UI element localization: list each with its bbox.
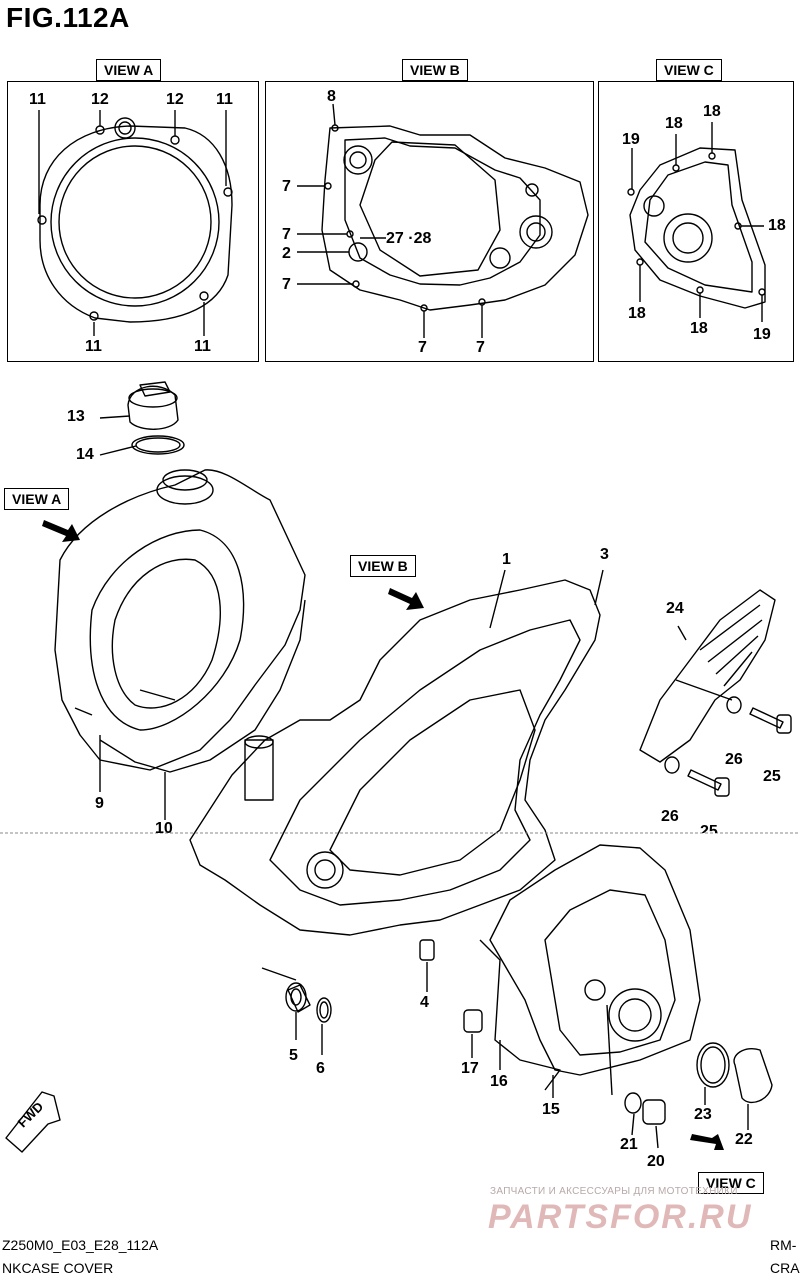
callout-24: 24 [666,600,684,617]
view-a-label: VIEW A [96,59,162,81]
crankcase-half [189,569,604,936]
main-view-b-tag: VIEW B [350,555,416,577]
view-b-crankcase-face [297,103,589,338]
figure-title: FIG.112A [6,2,130,33]
footer-section-name: CRA [770,1260,800,1276]
callout-25: 25 [763,768,781,785]
view-a-clutch-cover [37,110,233,336]
main-view-c-tag: VIEW C [698,1172,764,1194]
callout-7: 7 [476,339,485,356]
view-c-label: VIEW C [656,59,722,81]
callout-7: 7 [282,226,291,243]
callout-18: 18 [690,320,708,337]
clutch-cover [54,469,306,820]
callout-16: 16 [490,1073,508,1090]
callout-22: 22 [735,1131,753,1148]
callout-7: 7 [418,339,427,356]
callout-3: 3 [600,546,609,563]
oil-filler-cap [99,381,185,456]
callout-18: 18 [703,103,721,120]
callout-7: 7 [282,276,291,293]
callout-4: 4 [420,994,429,1011]
footer-model-code: RM- [770,1237,797,1253]
callout-26: 26 [725,751,743,768]
callout-2: 2 [282,245,291,262]
callout-20: 20 [647,1153,665,1170]
footer-diagram-code: Z250M0_E03_E28_112A [2,1237,159,1253]
callout-14: 14 [76,446,94,463]
callout-27-28: 27 ·28 [386,230,432,247]
callout-9: 9 [95,795,104,812]
callout-10: 10 [155,820,173,833]
view-arrows [42,520,724,1150]
callout-11: 11 [194,338,211,355]
callout-7: 7 [282,178,291,195]
callout-18: 18 [628,305,646,322]
callout-21: 21 [620,1136,638,1153]
callout-11: 11 [85,338,102,355]
callout-8: 8 [327,88,336,105]
callout-12: 12 [91,91,109,108]
callout-26: 26 [661,808,679,825]
callout-13: 13 [67,408,85,425]
callout-12: 12 [166,91,184,108]
view-c-panel [598,81,794,362]
callout-1: 1 [502,551,511,568]
callout-17: 17 [461,1060,479,1077]
callout-25: 25 [700,823,718,833]
main-view-a-tag: VIEW A [4,488,70,510]
callout-23: 23 [694,1106,712,1123]
callout-19: 19 [753,326,771,343]
view-a-panel [7,81,259,362]
callout-11: 11 [29,91,46,108]
chain-guide [639,589,792,797]
footer-diagram-name: NKCASE COVER [2,1260,114,1276]
callout-18: 18 [665,115,683,132]
view-b-label: VIEW B [402,59,468,81]
callout-5: 5 [289,1047,298,1064]
callout-18: 18 [768,217,786,234]
fwd-arrow [5,1091,61,1153]
watermark-tagline: ЗАПЧАСТИ И АКСЕССУАРЫ ДЛЯ МОТОТЕХНИКИ [490,1186,738,1197]
callout-19: 19 [622,131,640,148]
magneto-cover [261,844,773,1149]
callout-11: 11 [216,91,233,108]
watermark-logo-text: PARTSFOR.RU [488,1198,753,1236]
callout-6: 6 [316,1060,325,1077]
callout-15: 15 [542,1101,560,1118]
view-b-panel [265,81,594,362]
view-c-magneto-cover [627,122,766,322]
